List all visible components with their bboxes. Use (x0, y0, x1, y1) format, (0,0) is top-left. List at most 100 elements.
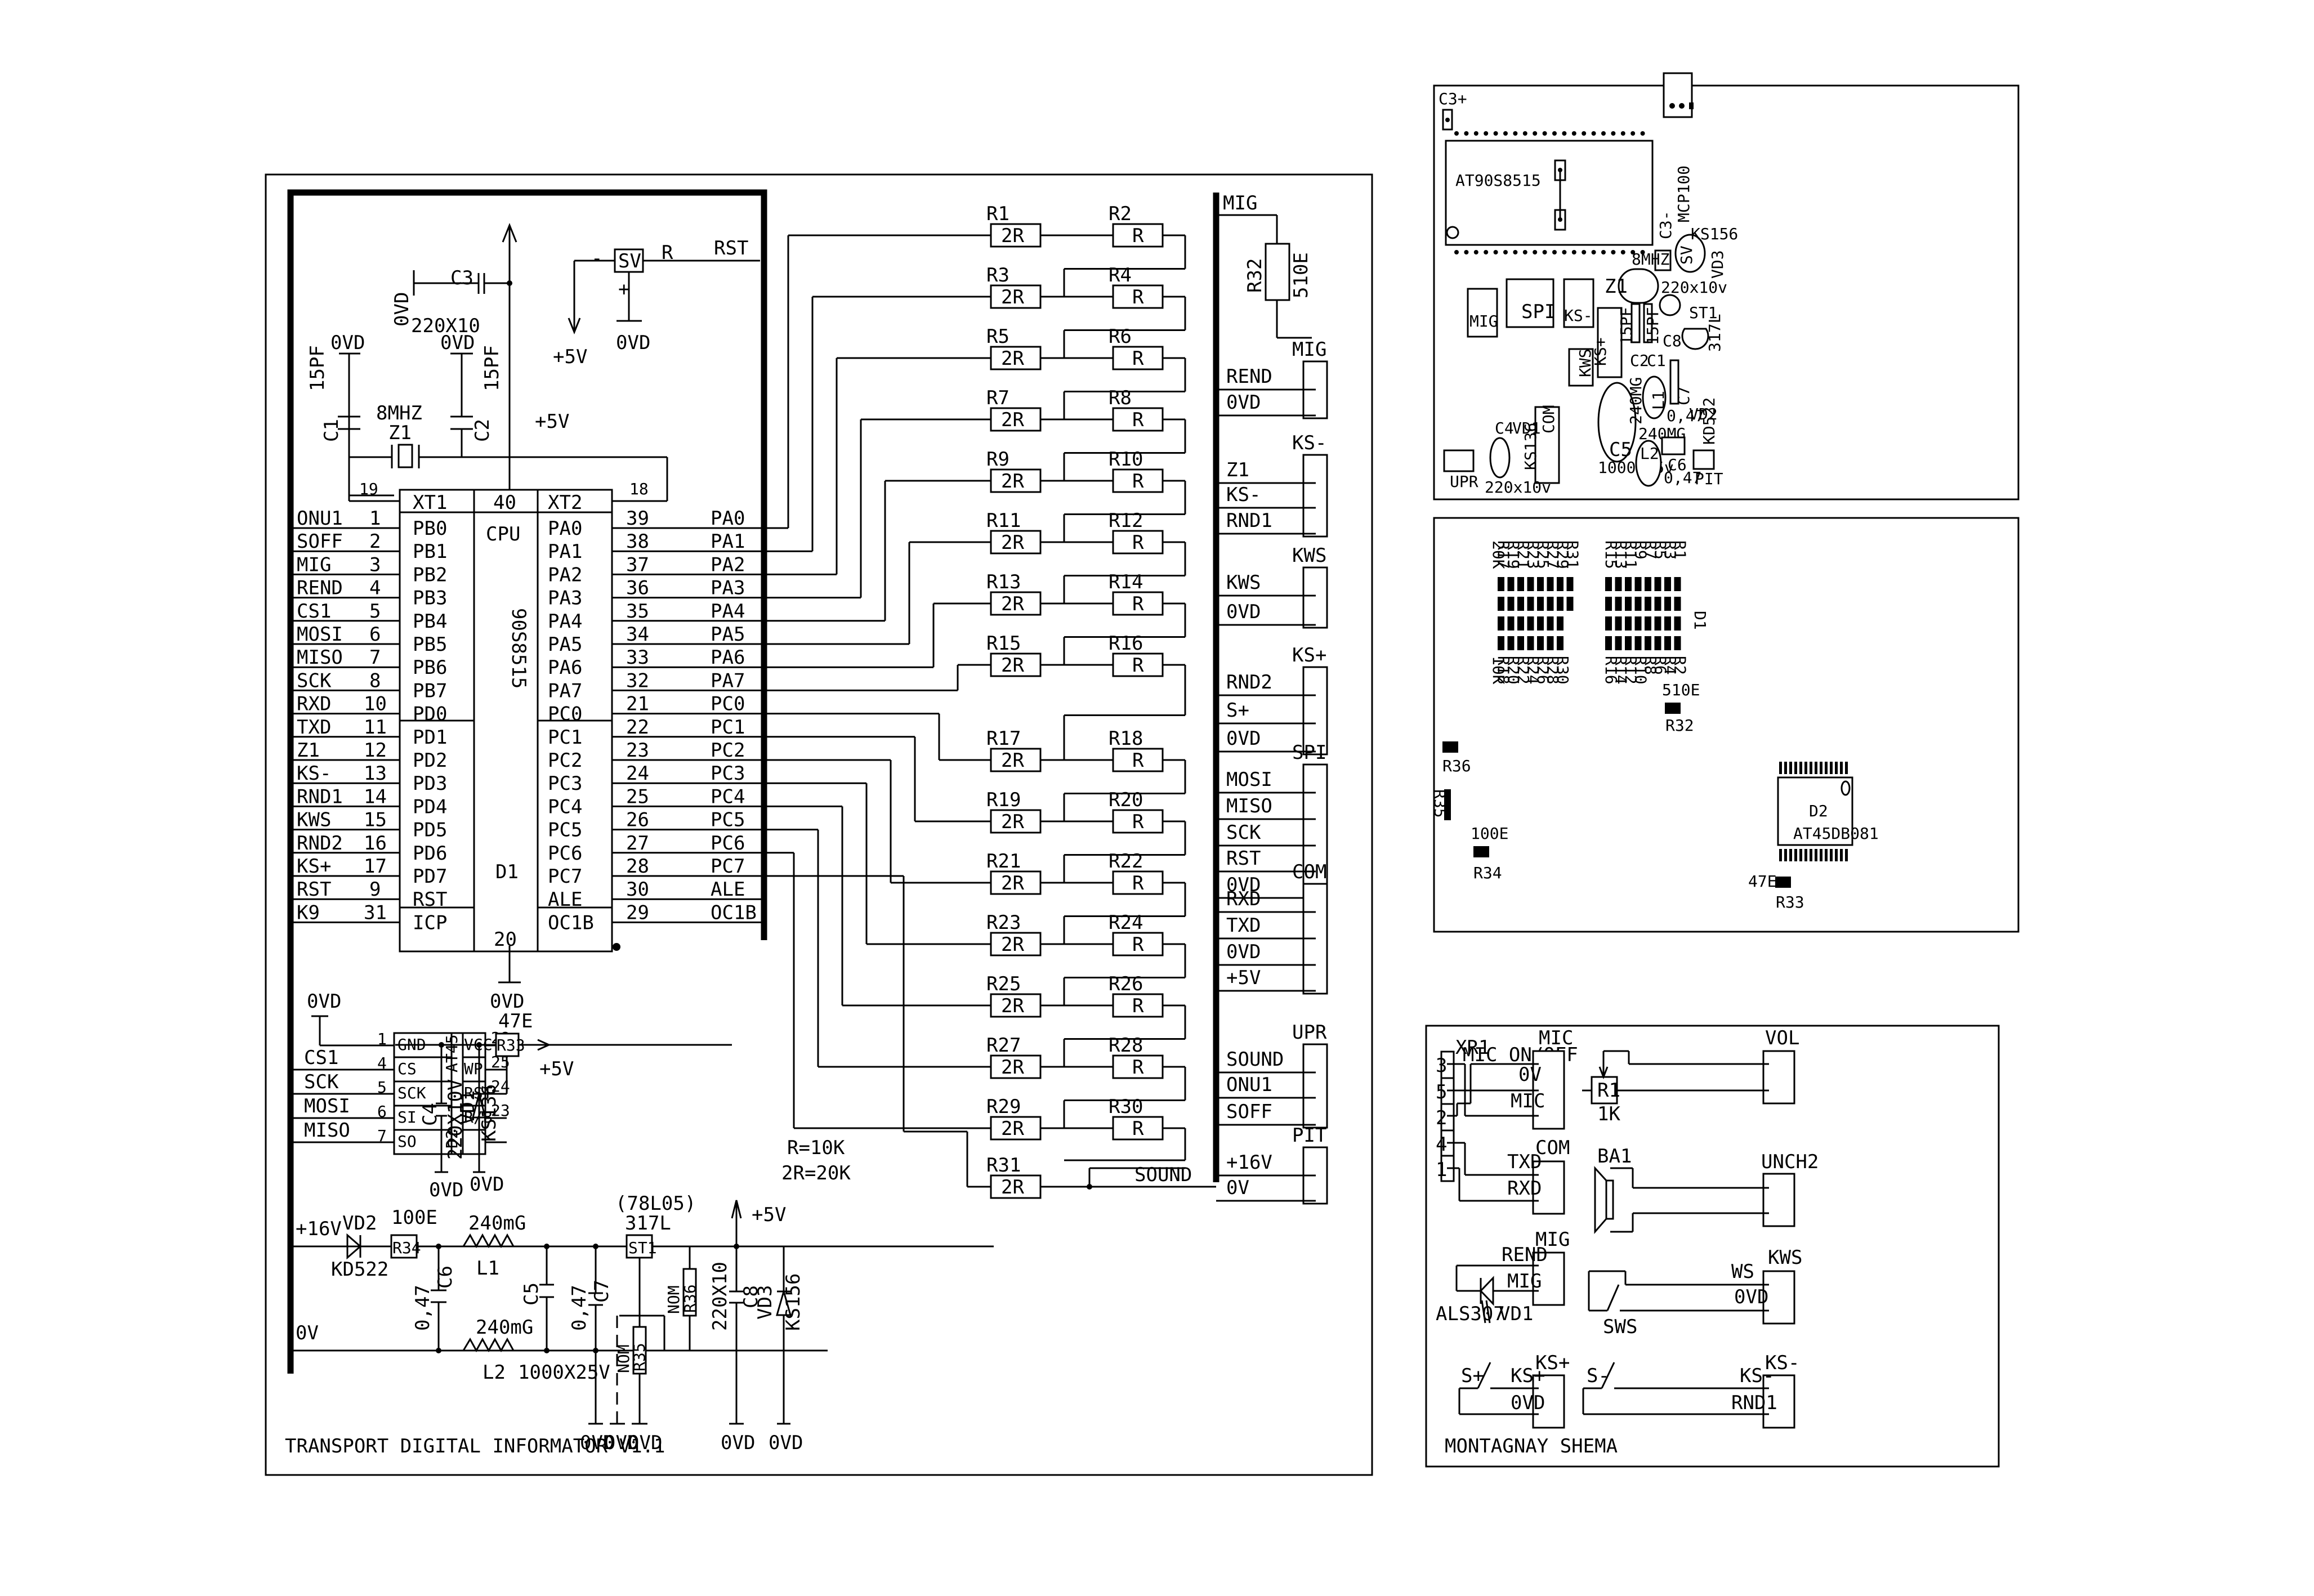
r32-resistor: MIG R32 510E (1216, 192, 1312, 339)
mig-pin-mig: MIG (1507, 1270, 1542, 1293)
pcb-chip-pin (1533, 250, 1538, 254)
pcb-smd-ref: R5 (1651, 540, 1670, 560)
pcb-pad-box (1654, 249, 1672, 271)
vd2-ref: VD2 (342, 1212, 377, 1235)
cpu-right-pin-name: PA7 (548, 679, 582, 702)
pcb-sv-body (1674, 234, 1706, 273)
r36-ref: R36 (681, 1284, 699, 1313)
flash-net: SCK (304, 1071, 339, 1093)
pcb-ks156: KS156 (1691, 225, 1738, 243)
resistor-2r-value: 2R (1001, 995, 1024, 1017)
connector-body (1302, 566, 1328, 629)
connector-pin-label: 0V (1226, 1177, 1249, 1199)
resistor-ref: R4 (1109, 264, 1132, 287)
cpu-left-pin-num: 12 (364, 739, 387, 762)
cpu-left-pin-num: 3 (369, 553, 381, 576)
r34-resistor (390, 1234, 418, 1259)
cpu-left-pin-num: 5 (369, 600, 381, 623)
pcb-smd-pad (1498, 577, 1504, 591)
vd3-ref: VD3 (754, 1285, 776, 1320)
com-connector (1532, 1160, 1565, 1215)
vd2-diode (346, 1233, 362, 1260)
resistor-r-value: R (1132, 470, 1144, 493)
connector-pin-label: S+ (1226, 699, 1249, 722)
pcb-smd-pad (1547, 616, 1554, 631)
pcb-smd-ref: R30 (1553, 656, 1572, 685)
pcb-d2-pin (1789, 762, 1792, 774)
pcb-r34: R34 (1473, 864, 1502, 882)
cpu-left-pin-name: PB0 (413, 517, 447, 540)
com-connector-name: COM (1535, 1137, 1570, 1159)
flash-ref: D2 (443, 1129, 461, 1148)
resistor-r-value: R (1132, 286, 1144, 309)
pcb-chip-pin (1611, 131, 1616, 136)
pcb-ksminus: KS- (1564, 306, 1593, 325)
pad (1679, 103, 1685, 109)
cpu-right-net: PA3 (711, 577, 745, 600)
pcb-d2-pin (1830, 849, 1833, 861)
pcb-smd-pad (1625, 616, 1632, 631)
pcb-chip-pin (1533, 131, 1538, 136)
pcb-smd-pad (1654, 616, 1661, 631)
pcb-bottom-outline (1433, 517, 2020, 933)
ksminus-pin-ks: KS- (1740, 1365, 1774, 1387)
pcb-c2val: 15PF (1617, 307, 1636, 345)
cpu-left-pin-num: 15 (364, 809, 387, 831)
c2-gnd: 0VD (440, 332, 475, 354)
pcb-c1: C1 (1647, 351, 1666, 370)
cpu-right-pin-name: OC1B (548, 911, 594, 934)
pcb-c8 (1659, 294, 1681, 316)
cpu-left-pin-num: 7 (369, 646, 381, 669)
cpu-left-net: Z1 (297, 739, 320, 762)
pcb-smd-pad (1527, 577, 1534, 591)
pcb-smd-ref: R19 (1504, 540, 1523, 569)
cpu-left-pin-name: PD4 (413, 795, 447, 818)
pcb-smd-ref: R23 (1524, 540, 1543, 569)
pcb-l1-mg: 240MG (1627, 377, 1645, 424)
pcb-chip-pin (1484, 131, 1489, 136)
resistor-r-value: R (1132, 225, 1144, 247)
pcb-chip-pin (1484, 250, 1489, 254)
cpu-ref: D1 (495, 861, 519, 883)
pcb-20k: 20K (1489, 540, 1508, 569)
c3-gnd: 0VD (391, 292, 413, 327)
pcb-c3plus: C3+ (1439, 90, 1467, 108)
pcb-r34-pad (1473, 846, 1489, 857)
cpu-left-pin-name: PD2 (413, 749, 447, 772)
pcb-smd-pad (1615, 577, 1622, 591)
pcb-c4val: 220x10v (1485, 478, 1551, 497)
pcb-chip-pin (1552, 131, 1557, 136)
pcb-vd1: VD1 (1512, 419, 1541, 437)
pcb-smd-pad (1645, 636, 1651, 650)
connector-body (1302, 666, 1328, 755)
pcb-ks136: KS136 (1521, 423, 1540, 470)
pcb-d2-pin (1840, 762, 1843, 774)
resistor-ref: R26 (1109, 973, 1143, 995)
pcb-smd-pad (1615, 636, 1622, 650)
pcb-d2-pin (1779, 762, 1782, 774)
pcb-c7-body (1669, 359, 1679, 405)
pcb-smd-ref: R26 (1534, 656, 1552, 685)
pcb-smd-pad (1664, 577, 1671, 591)
resistor-ref: R9 (986, 448, 1009, 471)
cpu-right-pin-num: 35 (626, 600, 649, 623)
connector-pin-label: 0VD (1226, 601, 1261, 623)
pcb-c5: C5 (1609, 439, 1632, 461)
pcb-d2-pin (1820, 762, 1822, 774)
pcb-d2-pin (1789, 849, 1792, 861)
resistor-ref: R27 (986, 1034, 1021, 1057)
ksminus-pin-rnd1: RND1 (1731, 1392, 1777, 1414)
pcb-smd-pad (1547, 636, 1554, 650)
pcb-r33-val: 47E (1748, 872, 1777, 891)
pcb-smd-pad (1645, 577, 1651, 591)
com-pin-txd: TXD (1507, 1151, 1542, 1173)
pcb-d2-pin (1784, 762, 1787, 774)
flash-pin-name: WP (464, 1059, 483, 1078)
resistor-r-value: R (1132, 347, 1144, 370)
cpu-right-pin-name: PC6 (548, 842, 582, 865)
pcb-smd-pad (1664, 636, 1671, 650)
ksplus-connector (1532, 1374, 1565, 1429)
pin19: 19 (359, 480, 378, 498)
resistor-2r-value: 2R (1001, 1056, 1024, 1079)
pcb-d2-pin (1845, 762, 1848, 774)
